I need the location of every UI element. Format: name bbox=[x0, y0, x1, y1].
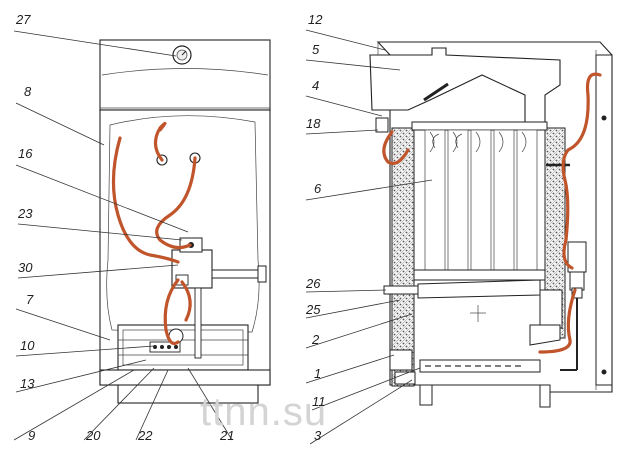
watermark: ttnn.su bbox=[200, 390, 327, 434]
capillary-tube bbox=[538, 288, 577, 354]
label-27: 27 bbox=[15, 12, 31, 27]
label-25: 25 bbox=[305, 302, 321, 317]
part-labels-left: 27 8 16 23 30 7 10 13 9 20 22 21 bbox=[15, 12, 234, 443]
label-2: 2 bbox=[311, 332, 320, 347]
label-23: 23 bbox=[17, 206, 33, 221]
label-16: 16 bbox=[18, 146, 33, 161]
draft-hood bbox=[369, 47, 561, 126]
label-8: 8 bbox=[24, 84, 32, 99]
label-22: 22 bbox=[137, 428, 153, 443]
part-labels-right: 12 5 4 18 6 26 25 2 1 11 3 bbox=[305, 12, 326, 443]
label-7: 7 bbox=[26, 292, 34, 307]
label-9: 9 bbox=[28, 428, 35, 443]
label-18: 18 bbox=[306, 116, 321, 131]
label-13: 13 bbox=[20, 376, 35, 391]
label-20: 20 bbox=[85, 428, 101, 443]
capillary-tube bbox=[153, 121, 167, 162]
gas-valve-right bbox=[560, 241, 587, 371]
gas-valve bbox=[171, 237, 267, 359]
leader-lines bbox=[13, 29, 433, 445]
capillary-tube bbox=[111, 136, 180, 264]
thermometer-icon bbox=[172, 45, 192, 65]
label-26: 26 bbox=[305, 276, 321, 291]
section-view bbox=[369, 41, 613, 408]
label-11: 11 bbox=[312, 394, 326, 409]
label-30: 30 bbox=[18, 260, 33, 275]
label-6: 6 bbox=[314, 181, 322, 196]
insulation-left bbox=[391, 127, 415, 387]
label-1: 1 bbox=[314, 366, 321, 381]
label-3: 3 bbox=[314, 428, 322, 443]
label-5: 5 bbox=[312, 42, 320, 57]
capillary-tube bbox=[382, 130, 410, 166]
label-10: 10 bbox=[20, 338, 35, 353]
sensor-icon bbox=[375, 117, 389, 133]
label-21: 21 bbox=[219, 428, 234, 443]
capillary-tube bbox=[180, 280, 192, 322]
capillary-tube bbox=[155, 156, 197, 250]
front-view bbox=[99, 39, 271, 404]
capillary-tube bbox=[561, 72, 602, 242]
cutaway-outline bbox=[106, 115, 260, 333]
burner-nozzles bbox=[149, 328, 184, 353]
heat-exchanger bbox=[424, 129, 570, 271]
panel-curve bbox=[101, 68, 269, 76]
pipe-stub bbox=[383, 285, 419, 295]
label-12: 12 bbox=[308, 12, 323, 27]
capillary-tube bbox=[163, 278, 180, 346]
capillary-tube bbox=[562, 238, 574, 270]
label-4: 4 bbox=[312, 78, 319, 93]
